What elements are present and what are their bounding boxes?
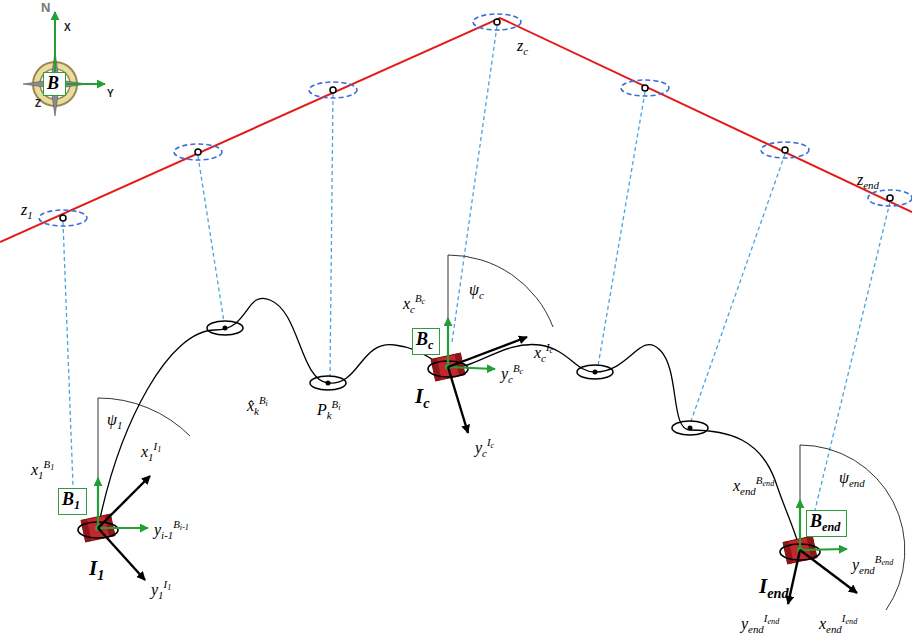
body-frame-box: Bend xyxy=(806,510,847,537)
frame-name: Bend xyxy=(810,511,843,534)
axis-letter: Y xyxy=(106,88,115,100)
measurement-label: z1 xyxy=(20,200,34,222)
axis-label: yendIend xyxy=(740,612,780,636)
frame-end xyxy=(788,445,905,610)
axis-label: xendBend xyxy=(732,474,775,498)
angle-label: ψend xyxy=(838,468,866,490)
state-ellipses xyxy=(207,321,708,435)
body-frame-box: Bc xyxy=(412,328,440,355)
angle-label: ψc xyxy=(468,280,485,302)
axis-label: y1I1 xyxy=(150,578,172,602)
measurement-ellipses xyxy=(39,14,912,226)
axis-label: yi-1Bi-1 xyxy=(153,518,190,542)
frame-c xyxy=(448,255,553,433)
frame-label: I1 xyxy=(88,556,105,584)
compass xyxy=(23,12,105,116)
measurement-label: zend xyxy=(856,170,880,192)
axis-label: xcIc xyxy=(533,341,554,365)
projection-lines xyxy=(63,26,890,510)
frame-name: B xyxy=(47,73,62,94)
body-frame-box: B xyxy=(43,72,66,96)
axis-letter: Z xyxy=(34,98,42,110)
frame-1 xyxy=(98,398,190,580)
state-label: x̂kBi xyxy=(246,394,269,418)
axis-label: xendIend xyxy=(818,612,858,636)
axis-label: x1B1 xyxy=(30,458,55,482)
state-label: PkBi xyxy=(316,398,342,422)
axis-label: yendBend xyxy=(851,553,894,577)
angle-label: ψ1 xyxy=(106,410,123,432)
body-frame-box: B1 xyxy=(58,488,87,515)
axis-label: xcBc xyxy=(402,292,426,316)
axis-label: ycIc xyxy=(474,436,495,460)
measurement-label: zc xyxy=(516,36,529,58)
reference-line xyxy=(0,18,912,242)
frame-label: Ic xyxy=(414,384,431,412)
compass-letter: N xyxy=(40,0,51,16)
frame-name: B1 xyxy=(62,489,83,512)
trajectory xyxy=(98,298,800,550)
frame-label: Iend xyxy=(758,574,790,602)
axis-label: ycBc xyxy=(500,362,524,386)
axis-letter: X xyxy=(63,22,72,34)
frame-name: Bc xyxy=(416,329,436,352)
axis-label: x1I1 xyxy=(140,440,162,464)
